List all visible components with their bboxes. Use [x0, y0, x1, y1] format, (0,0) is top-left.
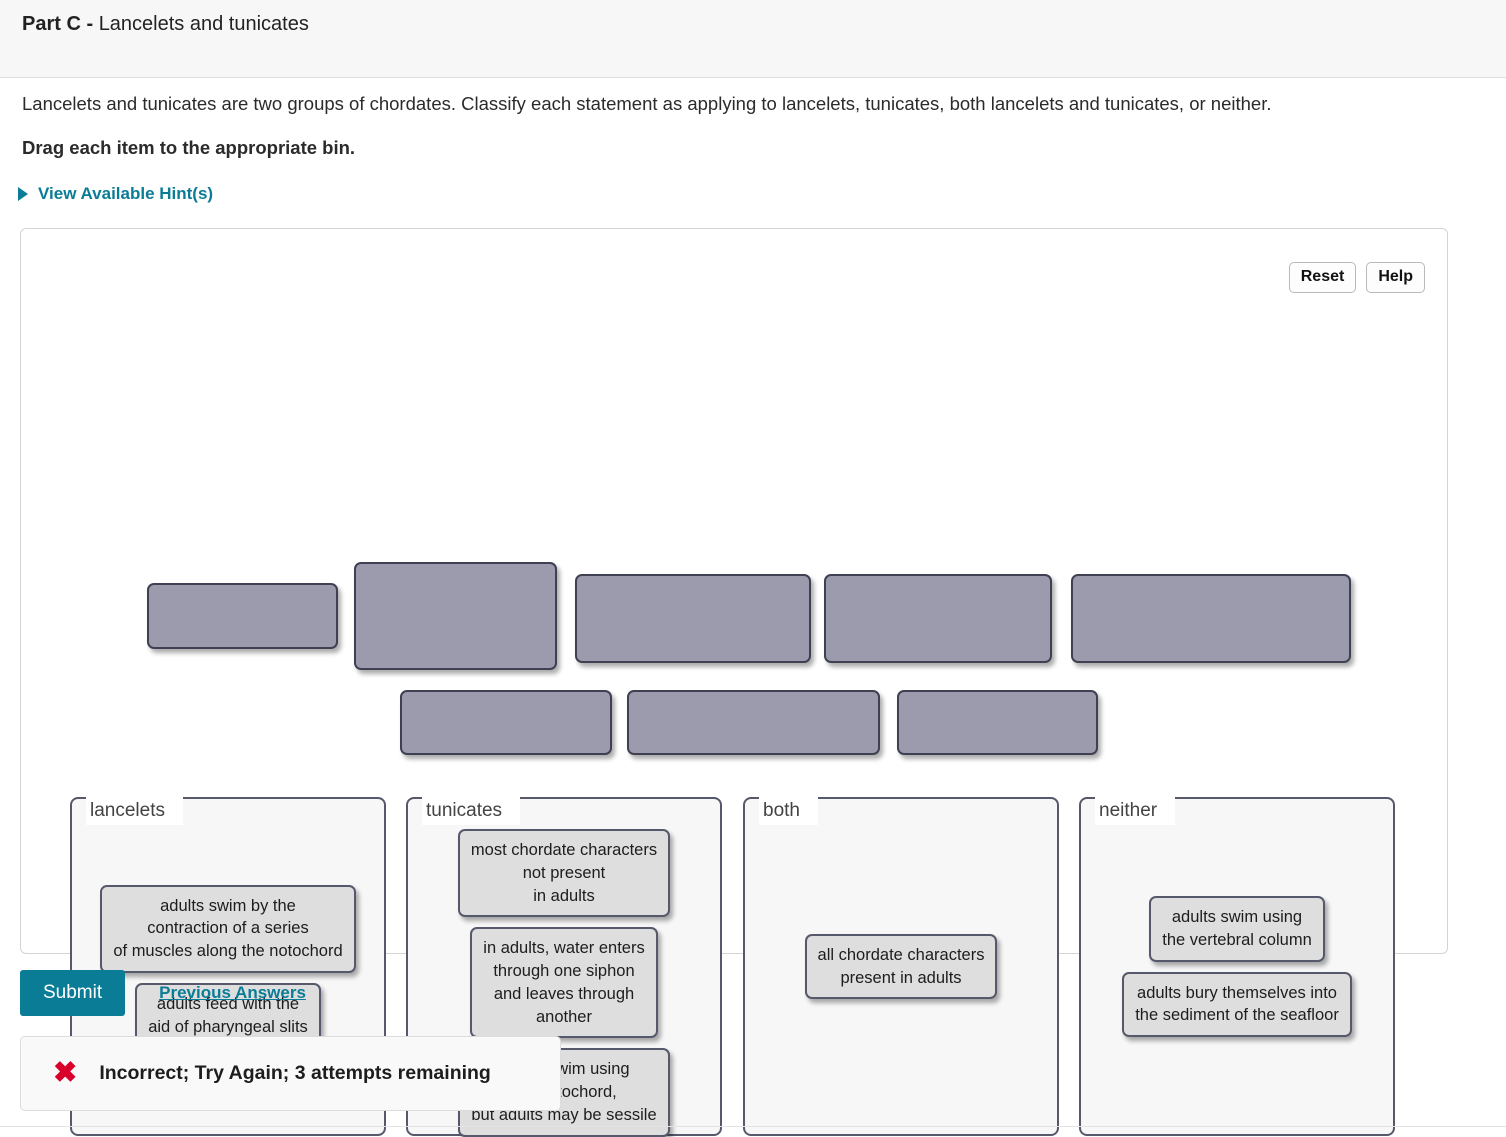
- empty-drag-slot[interactable]: [354, 562, 557, 670]
- chevron-right-icon: [18, 187, 28, 201]
- empty-drag-slot[interactable]: [824, 574, 1052, 663]
- submit-row: Submit Previous Answers: [20, 970, 306, 1016]
- empty-drag-slot[interactable]: [147, 583, 338, 649]
- bin-both[interactable]: both all chordate characters present in a…: [743, 797, 1059, 1136]
- drag-drop-activity: Reset Help lancelets adults swim by the c…: [20, 228, 1448, 1137]
- x-mark-icon: ✖: [53, 1057, 78, 1089]
- part-label: Part C: [22, 13, 81, 35]
- drag-item[interactable]: all chordate characters present in adult…: [804, 933, 998, 1000]
- empty-drag-slot[interactable]: [400, 690, 612, 755]
- page-title: Part C - Lancelets and tunicates: [22, 13, 309, 36]
- drag-item[interactable]: adults swim using the vertebral column: [1149, 895, 1325, 962]
- bin-items: all chordate characters present in adult…: [745, 799, 1057, 1134]
- bin-label: lancelets: [86, 797, 183, 825]
- page-bottom-divider: [0, 1126, 1506, 1127]
- part-header: Part C - Lancelets and tunicates: [0, 0, 1506, 78]
- activity-toolbar: Reset Help: [1288, 262, 1425, 293]
- drag-item[interactable]: most chordate characters not present in …: [457, 829, 671, 918]
- empty-drag-slot[interactable]: [627, 690, 880, 755]
- bin-label: tunicates: [422, 797, 521, 825]
- view-hints-toggle[interactable]: View Available Hint(s): [18, 184, 213, 204]
- submit-button[interactable]: Submit: [20, 970, 126, 1016]
- previous-answers-link[interactable]: Previous Answers: [159, 983, 306, 1002]
- bin-items: adults swim using the vertebral column ad…: [1081, 799, 1393, 1134]
- part-title: Lancelets and tunicates: [98, 13, 309, 35]
- bin-label: both: [759, 797, 818, 825]
- view-hints-label: View Available Hint(s): [38, 184, 214, 203]
- drag-item[interactable]: in adults, water enters through one siph…: [470, 927, 658, 1039]
- drag-item[interactable]: adults swim by the contraction of a seri…: [100, 884, 356, 973]
- empty-drag-slot[interactable]: [897, 690, 1098, 755]
- question-text: Lancelets and tunicates are two groups o…: [22, 93, 1272, 114]
- reset-button[interactable]: Reset: [1288, 262, 1357, 293]
- feedback-banner: ✖ Incorrect; Try Again; 3 attempts remai…: [20, 1036, 561, 1111]
- drag-item[interactable]: adults bury themselves into the sediment…: [1122, 971, 1352, 1038]
- bin-label: neither: [1095, 797, 1176, 825]
- empty-drag-slot[interactable]: [1071, 574, 1351, 663]
- empty-drag-slot[interactable]: [575, 574, 811, 663]
- title-separator: -: [80, 13, 99, 35]
- feedback-text: Incorrect; Try Again; 3 attempts remaini…: [99, 1062, 491, 1084]
- instruction-text: Drag each item to the appropriate bin.: [22, 137, 356, 158]
- help-button[interactable]: Help: [1366, 262, 1425, 293]
